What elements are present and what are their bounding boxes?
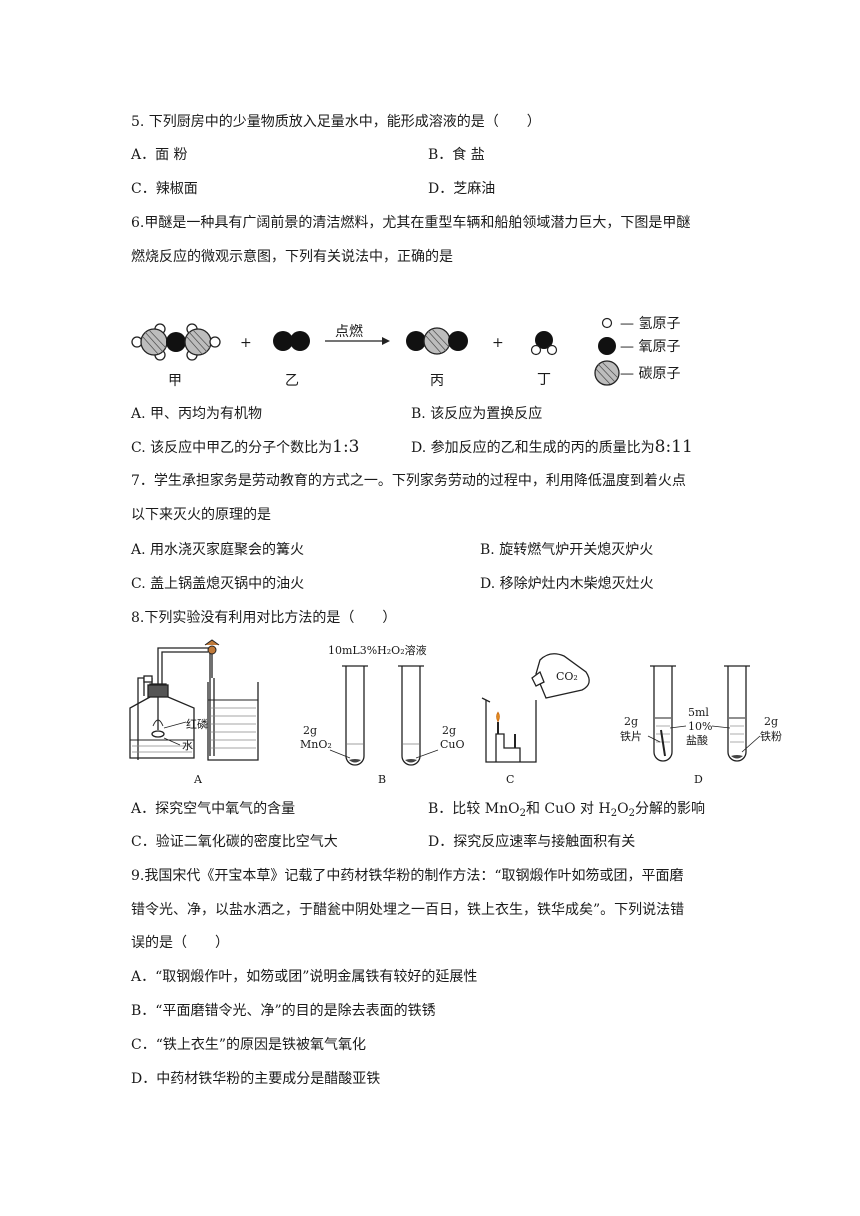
label-bing: 丙 bbox=[430, 373, 444, 389]
q9-option-d: D．中药材铁华粉的主要成分是醋酸亚铁 bbox=[131, 1071, 381, 1087]
label-ding: 丁 bbox=[537, 372, 551, 388]
clamp-icon bbox=[204, 639, 220, 646]
q7-option-b: B. 旋转燃气炉开关熄灭炉火 bbox=[480, 542, 654, 558]
q5-option-a: A．面 粉 bbox=[131, 147, 188, 163]
q8-option-a: A．探究空气中氧气的含量 bbox=[131, 801, 296, 817]
legend-carbon: — 碳原子 bbox=[620, 366, 680, 382]
label-b-left-chem: MnO₂ bbox=[300, 738, 332, 751]
q8-option-b-part4: 分解的影响 bbox=[634, 801, 705, 817]
q8-option-c: C．验证二氧化碳的密度比空气大 bbox=[131, 834, 338, 850]
q7-option-a: A. 用水浇灭家庭聚会的篝火 bbox=[131, 542, 305, 558]
legend-oxygen: — 氧原子 bbox=[620, 339, 680, 355]
label-water: 水 bbox=[182, 739, 193, 752]
q5-stem: 5. 下列厨房中的少量物质放入足量水中，能形成溶液的是（ ） bbox=[131, 114, 541, 130]
q6-stem-line1: 6.甲醚是一种具有广阔前景的清洁燃料，尤其在重型车辆和船舶领域潜力巨大，下图是甲… bbox=[131, 215, 691, 231]
q8-option-b-part3: O bbox=[617, 801, 629, 817]
q8-option-b: B．比较 MnO2和 CuO 对 H2O2分解的影响 bbox=[428, 800, 705, 823]
label-yi: 乙 bbox=[285, 373, 299, 389]
q7-option-d: D. 移除炉灶内木柴熄灭灶火 bbox=[480, 576, 654, 592]
arrow-label: 点燃 bbox=[335, 323, 363, 340]
q9-stem-line2: 错令光、净，以盐水洒之，于醋瓮中阴处埋之一百日，铁上衣生，铁华成矣”。下列说法错 bbox=[131, 902, 685, 918]
label-d-percent: 10% bbox=[688, 720, 712, 733]
q6-option-d: D. 参加反应的乙和生成的丙的质量比为8:11 bbox=[411, 438, 693, 457]
q5-option-c: C．辣椒面 bbox=[131, 181, 198, 197]
q6-option-d-text: D. 参加反应的乙和生成的丙的质量比为 bbox=[411, 440, 655, 456]
q6-option-c: C. 该反应中甲乙的分子个数比为1:3 bbox=[131, 438, 359, 457]
q5-option-d: D．芝麻油 bbox=[428, 181, 496, 197]
q9-option-a: A．“取钢煅作叶，如笏或团”说明金属铁有较好的延展性 bbox=[131, 969, 478, 985]
molecule-ding bbox=[530, 331, 558, 356]
label-d-left-name: 铁片 bbox=[620, 730, 642, 743]
q7-stem-line2: 以下来灭火的原理的是 bbox=[131, 507, 271, 523]
legend-hydrogen: — 氢原子 bbox=[620, 316, 680, 332]
label-b-right-mass: 2g bbox=[442, 724, 456, 737]
subscript-2: 2 bbox=[628, 808, 635, 819]
caption-c: C bbox=[506, 773, 514, 786]
label-d-right-mass: 2g bbox=[764, 715, 778, 728]
label-b-right-chem: CuO bbox=[440, 738, 465, 751]
q6-reaction-diagram: + 点燃 + 甲 乙 丙 丁 — 氢原子 — 氧原子 — 碳原子 bbox=[131, 316, 680, 389]
apparatus-b bbox=[329, 665, 439, 766]
plus-2: + bbox=[492, 335, 504, 351]
q6-option-d-ratio: 8:11 bbox=[654, 437, 693, 457]
label-d-volume: 5ml bbox=[688, 706, 709, 719]
q9-option-c: C．“铁上衣生”的原因是铁被氧气氧化 bbox=[131, 1037, 367, 1053]
label-b-left-mass: 2g bbox=[303, 724, 317, 737]
caption-a: A bbox=[193, 773, 203, 786]
label-h2o2: 10mL3%H₂O₂溶液 bbox=[328, 643, 427, 657]
label-d-left-mass: 2g bbox=[624, 715, 638, 728]
label-jia: 甲 bbox=[168, 373, 182, 389]
q8-stem: 8.下列实验没有利用对比方法的是（ ） bbox=[131, 610, 397, 626]
plus-1: + bbox=[240, 335, 252, 351]
q7-option-c: C. 盖上锅盖熄灭锅中的油火 bbox=[131, 576, 305, 592]
molecule-yi bbox=[273, 331, 310, 351]
q6-option-c-text: C. 该反应中甲乙的分子个数比为 bbox=[131, 440, 333, 456]
apparatus-d bbox=[647, 665, 761, 762]
q6-option-a: A. 甲、丙均为有机物 bbox=[131, 406, 263, 422]
subscript-2: 2 bbox=[610, 808, 618, 819]
caption-d: D bbox=[694, 773, 703, 786]
molecule-bing bbox=[406, 327, 468, 355]
q8-option-b-part2: 和 CuO 对 H bbox=[525, 801, 611, 817]
label-d-acid: 盐酸 bbox=[686, 733, 708, 747]
apparatus-c bbox=[481, 653, 590, 763]
label-d-right-name: 铁粉 bbox=[760, 730, 782, 743]
q8-option-b-part1: B．比较 MnO bbox=[428, 801, 520, 817]
legend: — 氢原子 — 氧原子 — 碳原子 bbox=[594, 316, 680, 386]
q6-option-b: B. 该反应为置换反应 bbox=[411, 406, 543, 422]
q8-experiment-diagram: 红磷 水 A 10mL3%H₂O₂溶液 2g MnO₂ 2g CuO B CO₂… bbox=[129, 639, 782, 786]
q6-stem-line2: 燃烧反应的微观示意图，下列有关说法中，正确的是 bbox=[131, 249, 453, 265]
q5-option-b: B．食 盐 bbox=[428, 147, 485, 163]
q8-option-d: D．探究反应速率与接触面积有关 bbox=[428, 834, 636, 850]
q9-stem-line3: 误的是（ ） bbox=[131, 935, 229, 951]
label-co2: CO₂ bbox=[556, 670, 578, 683]
q6-option-c-ratio: 1:3 bbox=[332, 437, 360, 457]
label-red-phosphorus: 红磷 bbox=[186, 718, 208, 731]
molecule-jia bbox=[131, 323, 221, 361]
flame-icon bbox=[496, 711, 500, 723]
subscript-2: 2 bbox=[519, 808, 526, 819]
apparatus-a bbox=[129, 647, 259, 761]
q9-stem-line1: 9.我国宋代《开宝本草》记载了中药材铁华粉的制作方法：“取钢煅作叶如笏或团，平面… bbox=[131, 868, 684, 884]
q9-option-b: B．“平面磨错令光、净”的目的是除去表面的铁锈 bbox=[131, 1003, 436, 1019]
caption-b: B bbox=[378, 773, 386, 786]
q7-stem-line1: 7．学生承担家务是劳动教育的方式之一。下列家务劳动的过程中，利用降低温度到着火点 bbox=[131, 473, 686, 489]
